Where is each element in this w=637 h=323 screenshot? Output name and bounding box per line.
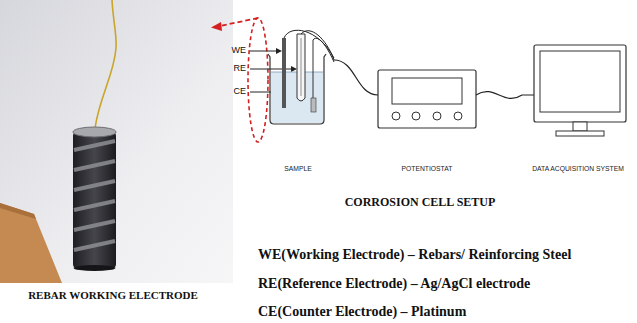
electrode-tag: WE: [226, 45, 246, 55]
electrode-tag: CE: [226, 86, 246, 96]
cable-line: [334, 60, 378, 95]
node-label: DATA ACQUISITION SYSTEM: [522, 165, 634, 172]
cable-line: [476, 92, 522, 99]
sample-cell: SAMPLE: [262, 28, 334, 178]
computer-monitor: DATA ACQUISITION SYSTEM: [522, 40, 634, 178]
potentiostat-box: [378, 70, 476, 128]
setup-caption: CORROSION CELL SETUP: [300, 196, 540, 210]
callout-ellipse: [211, 18, 268, 142]
beaker-cell: [268, 30, 334, 124]
electrode-tag: RE: [226, 63, 246, 73]
photo-caption: REBAR WORKING ELECTRODE: [0, 289, 226, 302]
cable-connector: [476, 92, 522, 99]
monitor-symbol: [522, 45, 626, 136]
electrode-note: CE(Counter Electrode) – Platinum: [258, 304, 633, 320]
node-label: SAMPLE: [262, 165, 334, 172]
potentiostat-box: POTENTIOSTAT: [378, 65, 476, 178]
node-label: POTENTIOSTAT: [378, 165, 476, 172]
cable-connector: [334, 60, 378, 95]
electrode-note: WE(Working Electrode) – Rebars/ Reinforc…: [258, 247, 633, 263]
electrode-note: RE(Reference Electrode) – Ag/AgCl electr…: [258, 276, 633, 292]
rebar-photo: [0, 0, 233, 283]
